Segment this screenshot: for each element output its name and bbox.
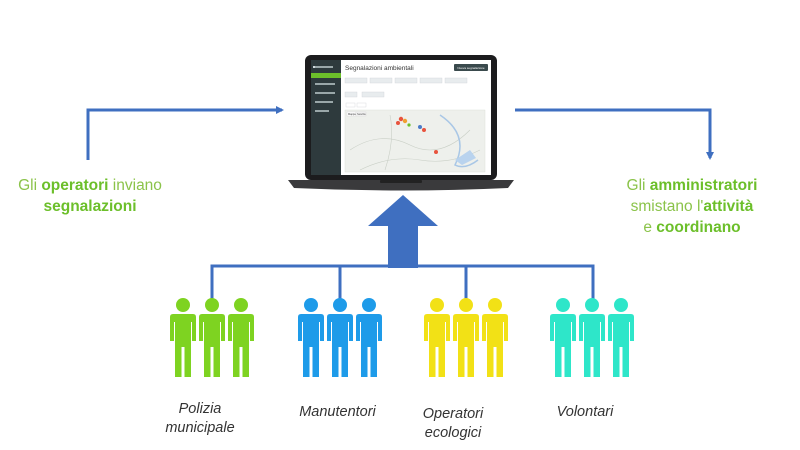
screen-new-button-label: Nuova segnalazione	[457, 66, 485, 70]
person-icon	[298, 298, 324, 377]
left-caption: Gli operatori inviano segnalazioni	[18, 177, 162, 215]
person-icon	[228, 298, 254, 377]
person-icon	[550, 298, 576, 377]
screen-title: Segnalazioni ambientali	[345, 65, 414, 72]
person-icon	[199, 298, 225, 377]
right-caption-highlight-coordinano: coordinano	[656, 219, 741, 236]
laptop-screen: Segnalazioni ambientali Nuova segnalazio…	[311, 60, 488, 175]
screen-new-button[interactable]	[454, 64, 488, 71]
people-group-operatori-ecologici	[424, 298, 508, 377]
map-pins	[396, 116, 438, 154]
screen-map-tab-satellite: Satellite	[357, 113, 367, 116]
people-group-polizia-municipale	[170, 298, 254, 377]
person-icon	[170, 298, 196, 377]
screen-map-tab-map: Mappa	[348, 113, 356, 116]
screen-sidebar	[311, 60, 341, 175]
person-icon	[356, 298, 382, 377]
right-caption: Gli amministratori smistano l'attività e…	[626, 177, 758, 236]
people-group-manutentori	[298, 298, 382, 377]
right-connector-arrow	[515, 108, 714, 160]
person-icon	[579, 298, 605, 377]
laptop: Segnalazioni ambientali Nuova segnalazio…	[288, 55, 514, 191]
right-caption-highlight-attivita: attività	[703, 198, 754, 215]
people-groups	[170, 298, 634, 377]
person-icon	[453, 298, 479, 377]
group-label-manutentori: Manutentori	[299, 404, 376, 420]
person-icon	[608, 298, 634, 377]
groups-connector	[210, 264, 595, 300]
person-icon	[482, 298, 508, 377]
left-connector-arrow	[86, 106, 284, 160]
left-caption-highlight-operatori: operatori	[41, 177, 109, 194]
people-group-volontari	[550, 298, 634, 377]
left-caption-highlight-segnalazioni: segnalazioni	[43, 198, 137, 215]
right-caption-highlight-amministratori: amministratori	[649, 177, 758, 194]
person-icon	[327, 298, 353, 377]
upward-arrow	[368, 195, 438, 268]
group-label-volontari: Volontari	[556, 404, 614, 420]
person-icon	[424, 298, 450, 377]
